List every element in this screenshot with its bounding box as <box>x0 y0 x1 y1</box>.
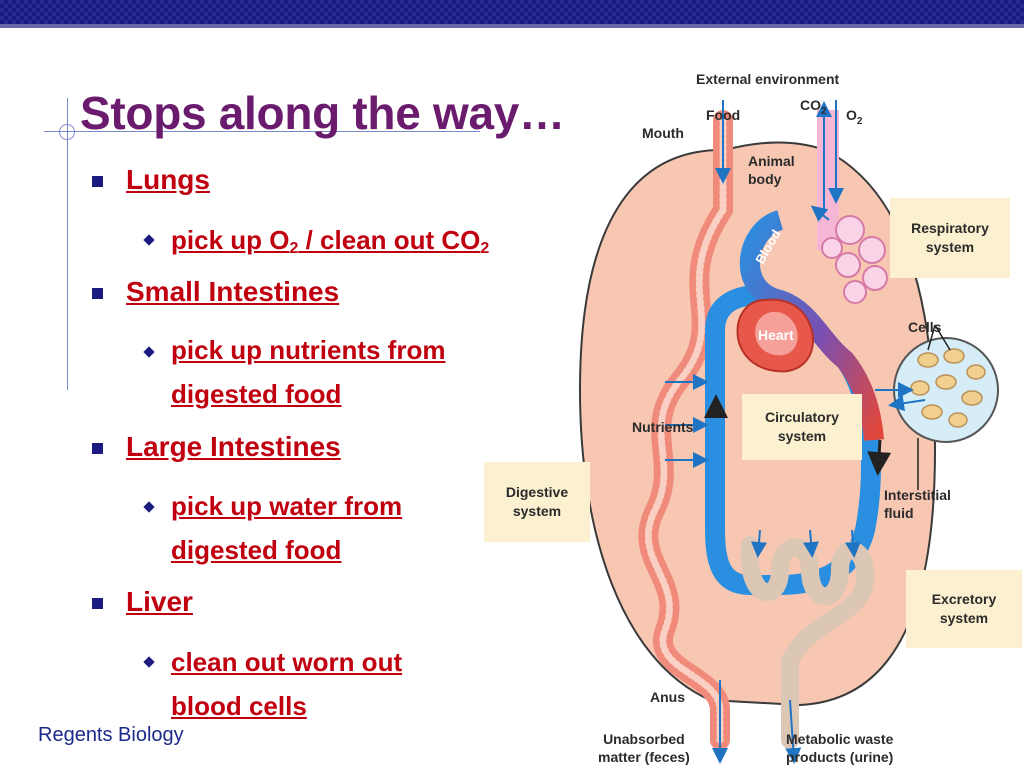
sub-bullet-marker <box>143 501 155 513</box>
lung-alveoli <box>821 215 888 304</box>
title-underline-decoration <box>44 131 480 132</box>
top-banner-pattern <box>0 0 1024 24</box>
label-cells: Cells <box>908 319 942 335</box>
label-mouth: Mouth <box>642 125 684 141</box>
bullet-marker <box>92 288 103 299</box>
bullet-lungs[interactable]: Lungs <box>126 164 210 195</box>
bullet-marker <box>92 443 103 454</box>
label-co2: CO2 <box>800 97 827 117</box>
footer-label: Regents Biology <box>38 724 184 746</box>
bullet-liver[interactable]: Liver <box>126 586 193 617</box>
organ-systems-diagram: External environment Food CO2 O2 Mouth A… <box>480 60 1024 768</box>
label-heart: Heart <box>758 327 794 343</box>
vertical-rule-decoration <box>67 98 68 390</box>
crosshair-circle-decoration <box>59 124 75 140</box>
bullet-large-intestines[interactable]: Large Intestines <box>126 431 341 462</box>
sub-bullet-marker <box>143 346 155 358</box>
label-o2: O2 <box>846 107 863 127</box>
bullet-small-intestines[interactable]: Small Intestines <box>126 276 340 307</box>
top-banner <box>0 0 1024 24</box>
slide-title: Stops along the way… <box>80 87 565 139</box>
label-anus: Anus <box>650 689 685 705</box>
excretory-tubules <box>740 536 875 749</box>
bullet-marker <box>92 176 103 187</box>
sub-bullet-marker <box>143 234 155 246</box>
top-stripe <box>0 24 1024 28</box>
label-external-environment: External environment <box>696 71 840 87</box>
sub-bullet-lungs[interactable]: pick up O2 / clean out CO2 <box>171 225 490 257</box>
label-food: Food <box>706 107 741 123</box>
tissue-cells <box>893 337 999 443</box>
sub-bullet-marker <box>143 656 155 668</box>
bullet-marker <box>92 598 103 609</box>
label-nutrients: Nutrients <box>632 419 694 435</box>
